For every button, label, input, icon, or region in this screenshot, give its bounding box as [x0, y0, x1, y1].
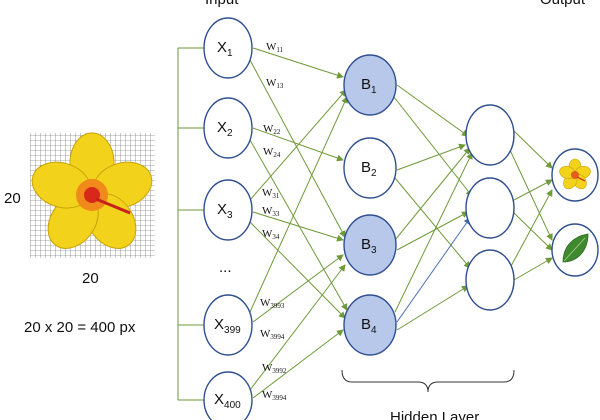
image-width-label: 20 [82, 270, 99, 287]
input-node-x399: X399 [203, 294, 253, 356]
hidden2-node-1 [465, 104, 515, 166]
svg-text:W11: W11 [266, 41, 284, 54]
hidden-node-b3: B3 [343, 214, 397, 276]
svg-text:W13: W13 [266, 77, 284, 90]
hidden2-node-2 [465, 177, 515, 239]
svg-text:B1: B1 [361, 76, 377, 96]
svg-text:W3992: W3992 [262, 362, 287, 375]
svg-text:W33: W33 [262, 205, 280, 218]
image-height-label: 20 [4, 190, 21, 207]
svg-text:X2: X2 [217, 119, 233, 139]
svg-text:B2: B2 [361, 159, 377, 179]
hidden-node-b2: B2 [343, 137, 397, 199]
input-bracket [177, 47, 205, 401]
svg-text:X399: X399 [214, 316, 241, 336]
svg-text:X3: X3 [217, 201, 233, 221]
input-node-x400: X400 [203, 371, 253, 420]
svg-text:W22: W22 [263, 123, 281, 136]
hidden-layer-brace [341, 369, 515, 393]
input-node-x3: X3 [203, 179, 253, 241]
svg-text:B3: B3 [361, 236, 377, 256]
svg-text:W3993: W3993 [260, 297, 285, 310]
svg-text:B4: B4 [361, 316, 377, 336]
input-layer-label: Input [205, 0, 239, 8]
weight-labels: W11 W13 W22 W24 W31 W33 W34 W3993 W3994 … [260, 41, 287, 402]
svg-text:X400: X400 [214, 391, 241, 411]
hidden2-node-3 [465, 249, 515, 311]
hidden-node-b4: B4 [343, 294, 397, 356]
svg-text:X1: X1 [217, 39, 233, 59]
output-edges [509, 129, 553, 281]
hidden-layer-edges [393, 84, 473, 331]
input-flower-image [30, 132, 155, 258]
input-node-x2: X2 [203, 97, 253, 159]
svg-text:W3994: W3994 [262, 389, 287, 402]
input-ellipsis: ... [219, 259, 232, 276]
hidden-node-b1: B1 [343, 54, 397, 116]
input-node-x1: X1 [203, 17, 253, 79]
svg-text:W31: W31 [262, 187, 280, 200]
svg-text:W34: W34 [262, 228, 280, 241]
svg-text:W24: W24 [263, 146, 281, 159]
output-layer-label: Output [540, 0, 586, 8]
svg-text:W3994: W3994 [260, 328, 285, 341]
input-hidden-edges [249, 47, 348, 399]
pixel-count-label: 20 x 20 = 400 px [24, 319, 136, 336]
output-node-flower [551, 148, 599, 202]
output-node-leaf [551, 223, 599, 277]
hidden-layer-label: Hidden Layer [390, 409, 479, 420]
